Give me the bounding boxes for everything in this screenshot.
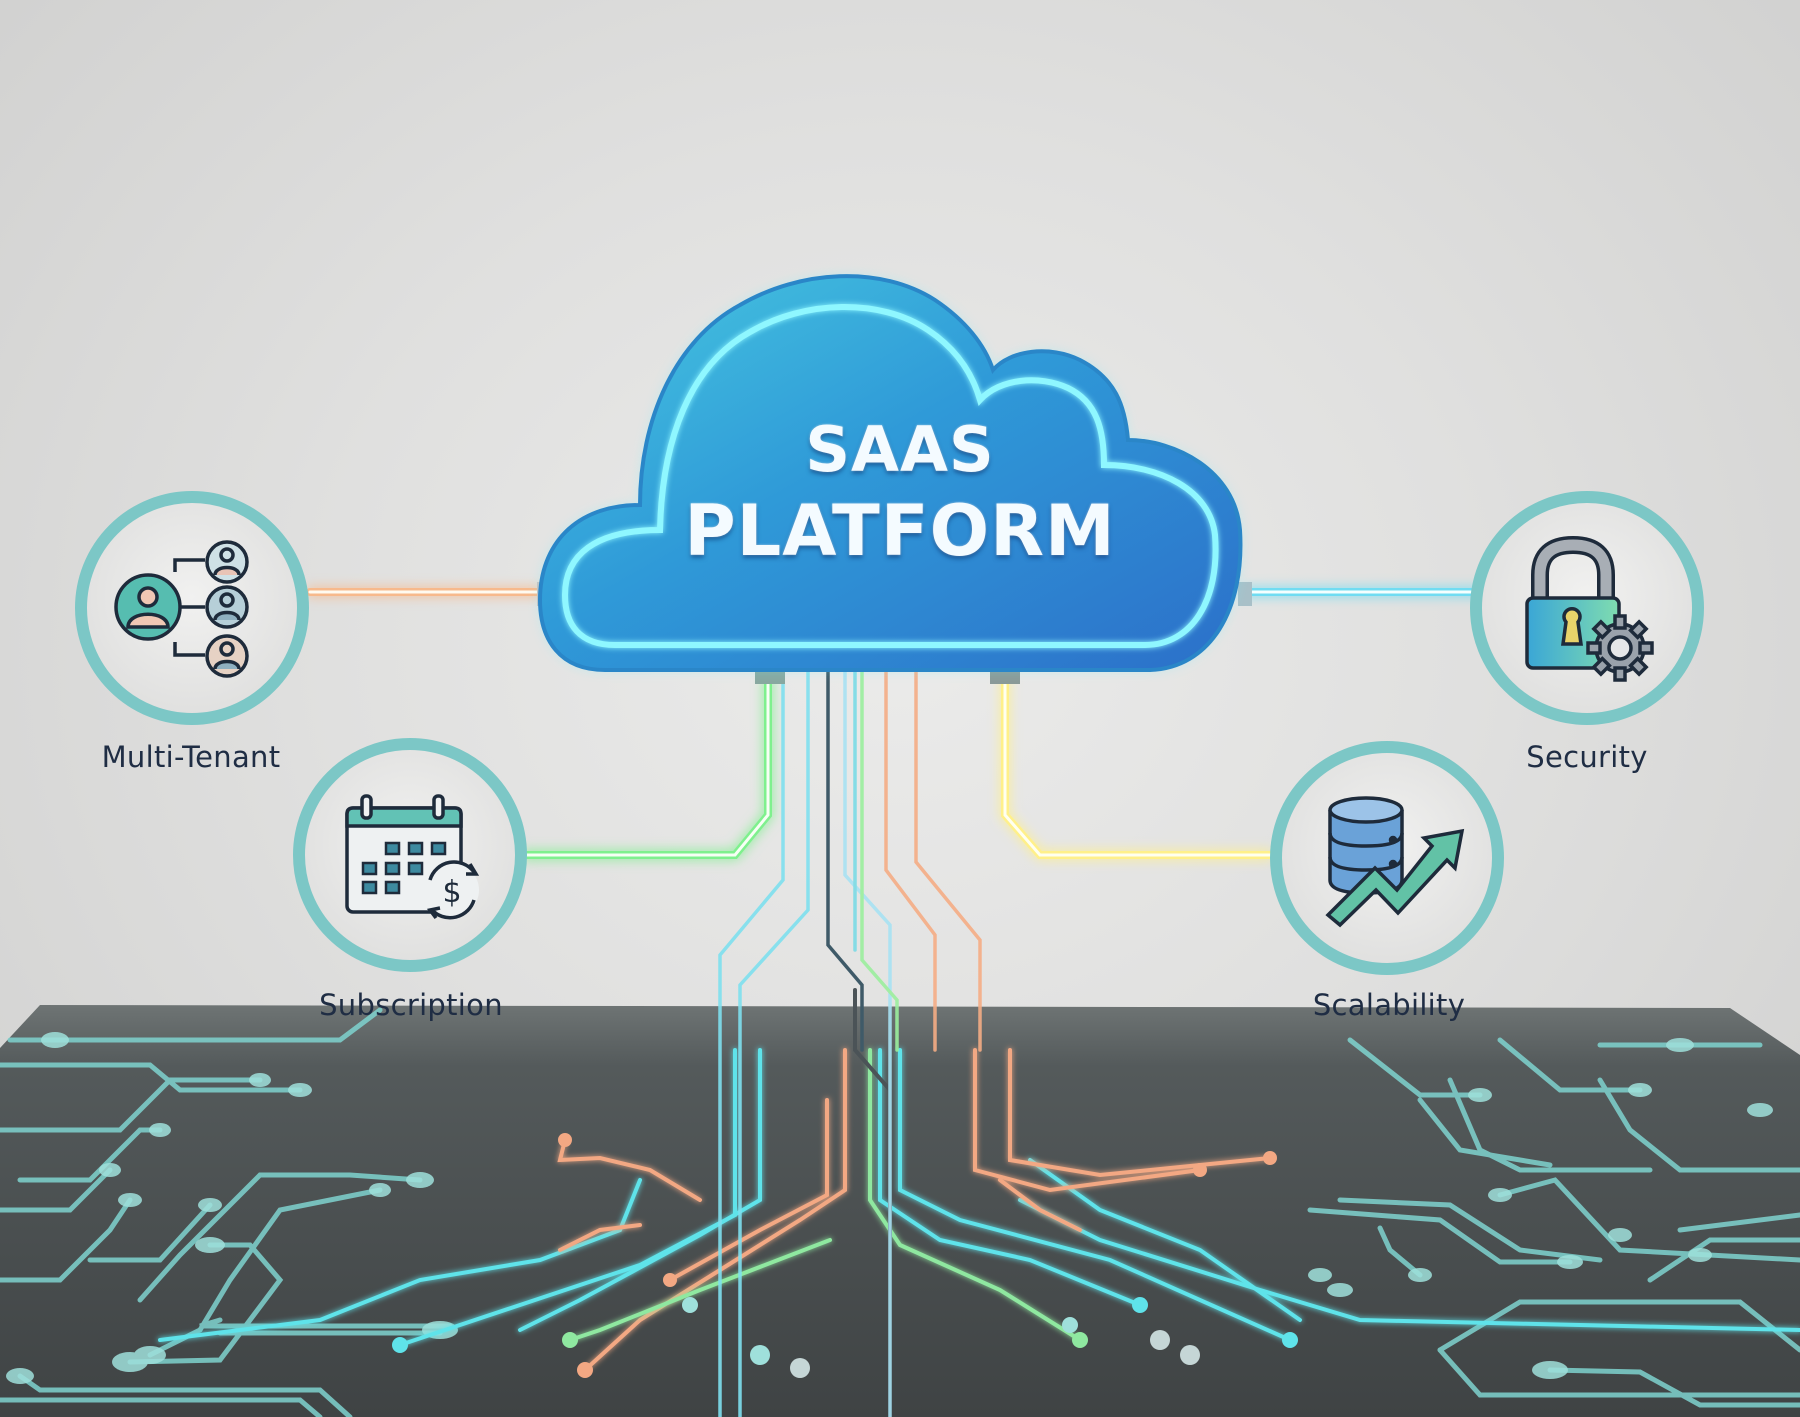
cloud-title-line2: PLATFORM <box>684 490 1116 572</box>
connector-lines <box>306 582 1484 1417</box>
padlock-gear-icon <box>1525 535 1654 682</box>
label-security: Security <box>1526 740 1648 774</box>
cloud-title-line1: SAAS <box>805 413 995 486</box>
feature-scalability <box>1270 741 1504 975</box>
board-pads <box>392 1133 1298 1378</box>
label-multi-tenant: Multi-Tenant <box>101 740 281 774</box>
database-growth-arrow-icon <box>1325 796 1465 928</box>
feature-multi-tenant <box>75 491 309 725</box>
feature-security <box>1470 491 1704 725</box>
calendar-dollar-recurring-icon: $ <box>345 794 480 920</box>
feature-subscription: $ <box>293 738 527 972</box>
multi-user-hierarchy-icon <box>114 540 249 678</box>
svg-text:$: $ <box>442 875 461 910</box>
circuit-board <box>0 988 1800 1417</box>
label-subscription: Subscription <box>319 988 503 1022</box>
label-scalability: Scalability <box>1312 988 1466 1022</box>
cloud-icon <box>537 274 1243 672</box>
